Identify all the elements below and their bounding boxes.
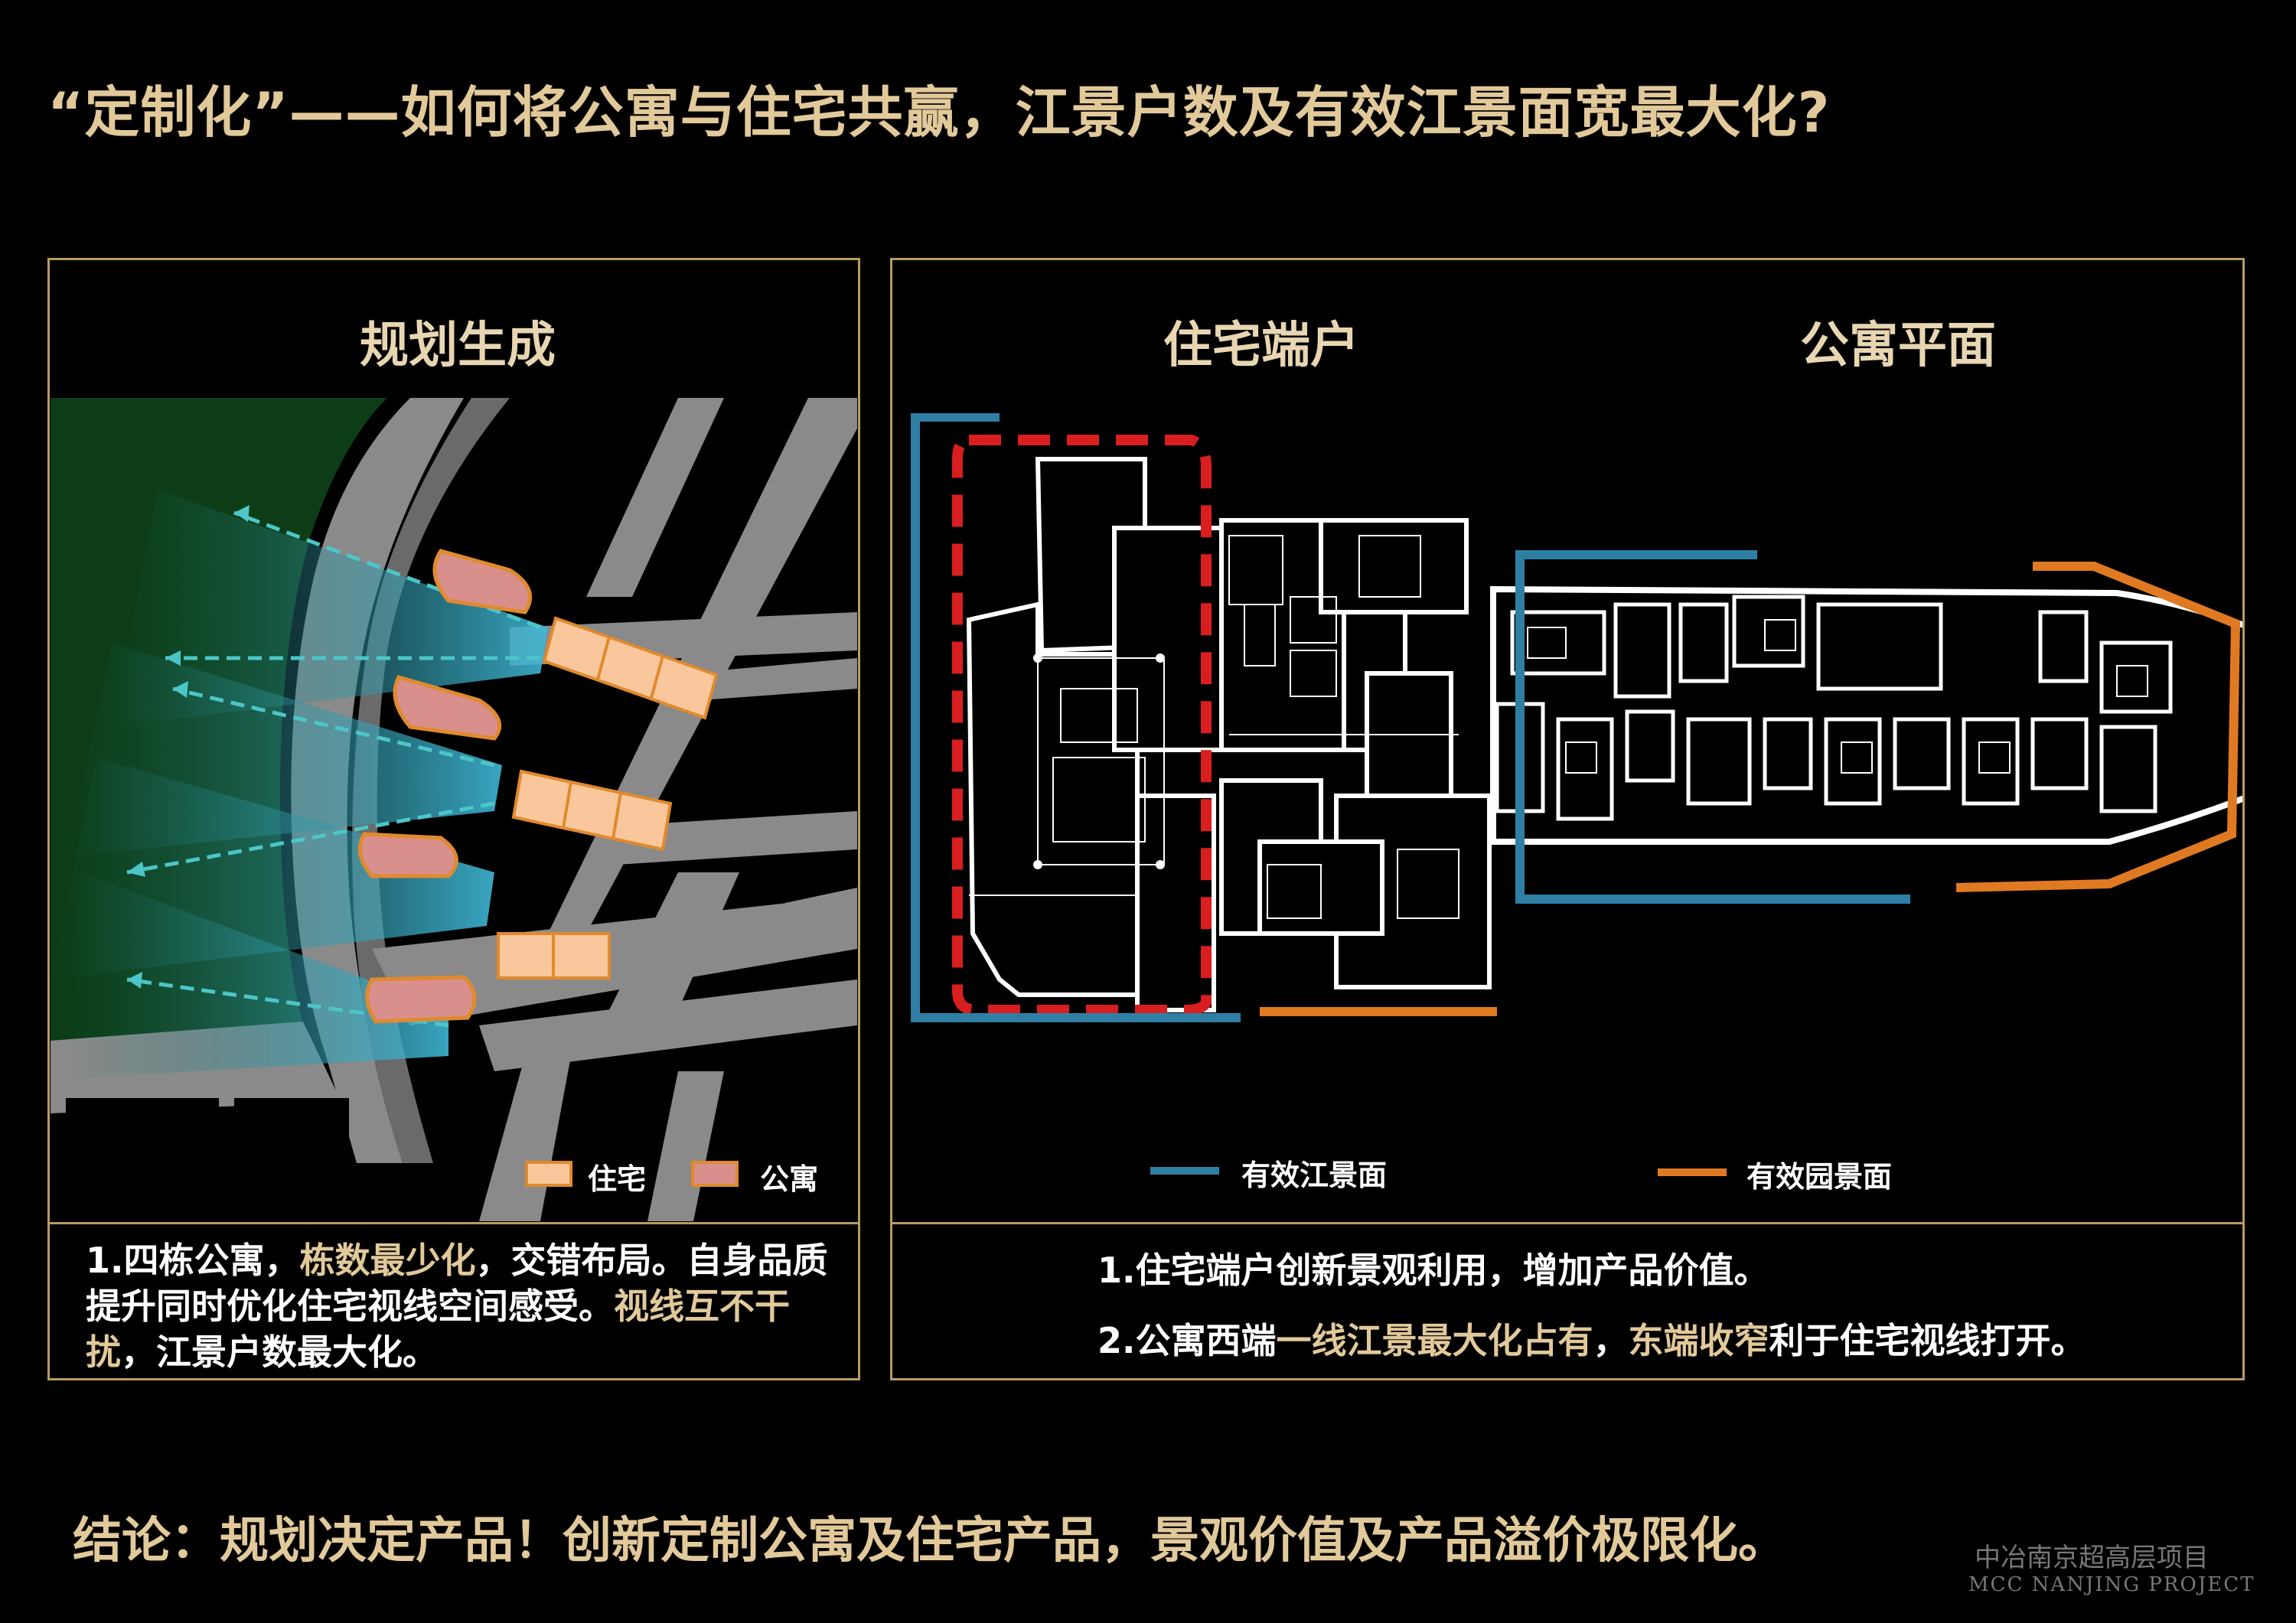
residential-end-unit-heading: 住宅端户 bbox=[1163, 318, 1359, 374]
site-plan-diagram bbox=[51, 398, 857, 1221]
legend-label-river-view: 有效江景面 bbox=[1241, 1159, 1388, 1192]
planning-panel bbox=[47, 258, 860, 1380]
watermark-en: MCC NANJING PROJECT bbox=[1968, 1573, 2255, 1596]
legend-line-garden-view bbox=[1658, 1168, 1727, 1176]
legend-label-garden-view: 有效园景面 bbox=[1746, 1160, 1893, 1194]
planning-panel-divider bbox=[47, 1222, 860, 1224]
floorplan-panel bbox=[890, 258, 2245, 1380]
view-cone bbox=[66, 872, 448, 1079]
planning-heading: 规划生成 bbox=[360, 318, 556, 374]
residential-floorplan bbox=[966, 457, 1492, 1012]
apartment-plan-heading: 公寓平面 bbox=[1800, 318, 1996, 374]
end-unit-highlight bbox=[952, 435, 1212, 1015]
river-view-edge-apartment bbox=[1515, 550, 1757, 639]
legend-swatch-apartment bbox=[691, 1161, 739, 1187]
river-view-edge-residential bbox=[911, 413, 1241, 1022]
floorplan-panel-divider bbox=[890, 1222, 2245, 1224]
watermark-cn: 中冶南京超高层项目 bbox=[1975, 1543, 2209, 1573]
floorplan-diagram bbox=[911, 413, 2242, 1022]
legend-label-apartment: 公寓 bbox=[760, 1162, 819, 1196]
floorplan-description-line-1: 1.住宅端户创新景观利用，增加产品价值。 bbox=[1097, 1250, 1769, 1291]
legend-swatch-residential bbox=[525, 1161, 572, 1187]
garden-view-edge-apartment bbox=[1955, 562, 2241, 892]
page-title: “定制化”——如何将公寓与住宅共赢，江景户数及有效江景面宽最大化? bbox=[47, 80, 1831, 145]
view-cone bbox=[112, 490, 548, 727]
conclusion-text: 结论：规划决定产品！创新定制公寓及住宅产品，景观价值及产品溢价极限化。 bbox=[73, 1513, 1787, 1569]
legend-line-river-view bbox=[1150, 1167, 1219, 1175]
apartment-floorplan bbox=[1490, 585, 2242, 845]
legend-label-residential: 住宅 bbox=[588, 1162, 647, 1196]
floorplan-description-line-2: 2.公寓西端一线江景最大化占有，东端收窄利于住宅视线打开。 bbox=[1097, 1320, 2086, 1361]
planning-description: 1.四栋公寓，栋数最少化，交错布局。自身品质提升同时优化住宅视线空间感受。视线互… bbox=[86, 1240, 828, 1373]
